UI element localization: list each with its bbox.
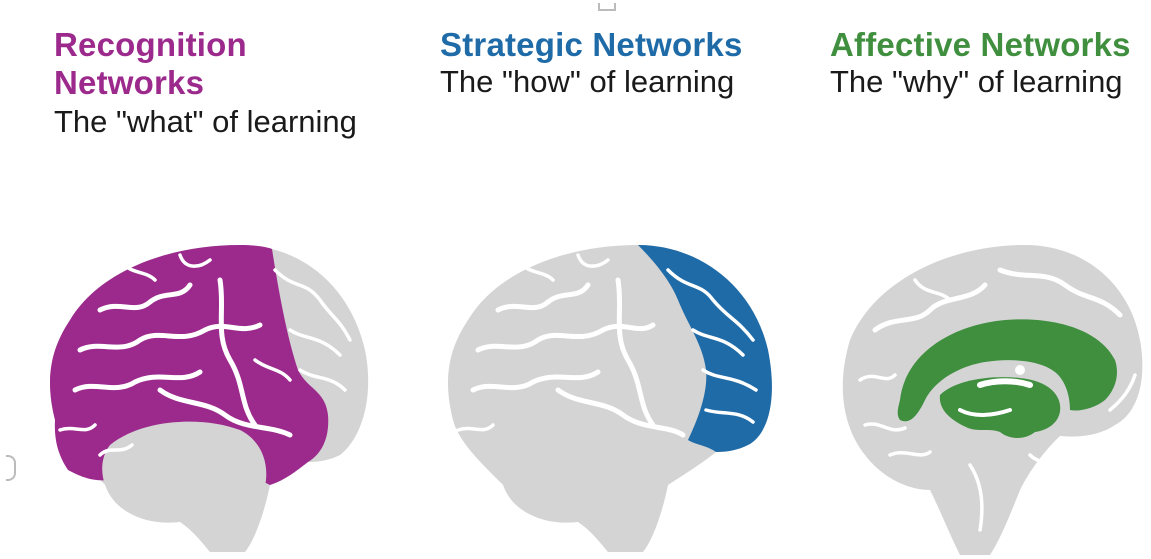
affective-networks-panel: Affective Networks The "why" of learning	[790, 0, 1151, 559]
strategic-title: Strategic Networks	[440, 26, 743, 63]
brain-lateral-frontal-highlight-icon	[448, 245, 772, 552]
recognition-networks-panel: Recognition Networks The "what" of learn…	[0, 0, 400, 559]
brain-medial-limbic-highlight-icon	[842, 245, 1143, 555]
recognition-title-line-1: Recognition	[54, 26, 247, 63]
strategic-subtitle: The "how" of learning	[440, 64, 735, 99]
brain-lateral-posterior-highlight-icon	[50, 245, 369, 552]
recognition-subtitle: The "what" of learning	[54, 104, 357, 139]
recognition-title-line-2: Networks	[54, 64, 205, 101]
edge-fragment-left	[6, 455, 16, 481]
edge-fragment-top	[598, 3, 616, 11]
affective-title: Affective Networks	[830, 26, 1131, 63]
affective-subtitle: The "why" of learning	[830, 64, 1123, 99]
strategic-networks-panel: Strategic Networks The "how" of learning	[400, 0, 790, 559]
strategic-region	[638, 245, 772, 452]
affective-region-cingulate	[897, 319, 1117, 422]
affective-region-core	[939, 377, 1061, 438]
